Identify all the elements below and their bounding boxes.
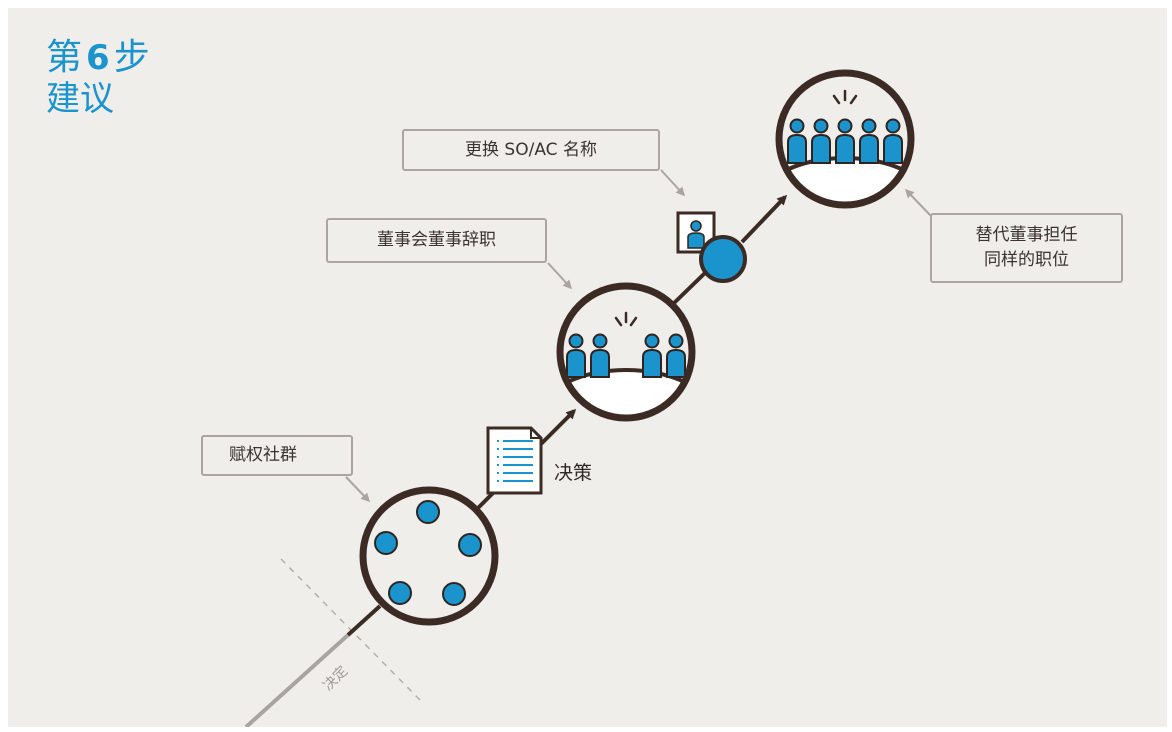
- step-prefix: 第: [46, 37, 83, 78]
- board-member-icon: [642, 333, 662, 378]
- path-segment-1: [346, 604, 382, 637]
- board-circle-vacancy: [556, 282, 696, 422]
- callout-board-removal-text: 董事会董事辞职: [377, 230, 496, 251]
- callout-pointer: [904, 188, 932, 217]
- board-member-icon: [787, 118, 807, 164]
- callout-empowered-community: 赋权社群: [201, 435, 353, 476]
- member-dot: [442, 582, 466, 606]
- board-member-icon: [666, 333, 686, 378]
- decision-threshold-line: [280, 558, 421, 701]
- board-member-icon: [859, 118, 879, 164]
- announcement-rays-icon: [832, 89, 858, 105]
- board-circle-full: [775, 69, 915, 209]
- board-member-icon: [811, 118, 831, 164]
- callout-pointer: [547, 262, 573, 290]
- arrow-to-new-board: [740, 194, 788, 244]
- callout-replacement-director: 替代董事担任 同样的职位: [930, 213, 1123, 283]
- step-number: 6: [86, 38, 110, 78]
- member-dot: [388, 581, 412, 605]
- path-segment-3: [670, 270, 708, 307]
- callout-empowered-community-text: 赋权社群: [229, 445, 297, 466]
- empowered-community-circle: [359, 486, 499, 626]
- document-icon: [486, 426, 543, 495]
- callout-pointer: [345, 476, 371, 503]
- callout-pointer: [660, 169, 686, 197]
- member-dot: [458, 533, 482, 557]
- board-member-icon: [566, 333, 586, 378]
- board-member-icon: [883, 118, 903, 164]
- board-member-icon: [835, 118, 855, 164]
- callout-replacement-name: 更换 SO/AC 名称: [402, 129, 660, 171]
- decision-label: 决策: [554, 462, 593, 484]
- announcement-rays-icon: [614, 311, 638, 327]
- process-diagram: [244, 69, 932, 727]
- board-member-icon: [590, 333, 610, 378]
- step-subtitle: 建议: [46, 79, 114, 119]
- arrow-to-board: [538, 408, 577, 447]
- member-dot: [416, 500, 440, 524]
- member-dot: [374, 531, 398, 555]
- callout-replacement-name-text: 更换 SO/AC 名称: [465, 139, 597, 160]
- replacement-node: [699, 235, 747, 283]
- callout-replacement-director-text: 替代董事担任 同样的职位: [975, 225, 1078, 270]
- step-suffix: 步: [113, 37, 150, 78]
- incoming-line: [244, 633, 350, 727]
- callout-board-removal: 董事会董事辞职: [326, 218, 547, 263]
